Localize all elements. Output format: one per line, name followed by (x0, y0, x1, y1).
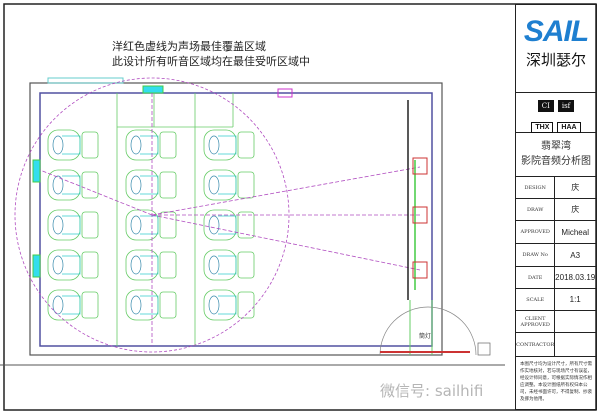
field-label: DRAW No (516, 244, 556, 266)
field-contractor: CONTRACTOR (516, 333, 596, 357)
remarks-text: 本图尺寸均为设计尺寸，所有尺寸需作实地核对，若与现场尺寸有误差，经设计师同意，可… (520, 362, 592, 402)
seat (47, 249, 99, 281)
field-value: 2018.03.19 (555, 273, 596, 282)
switch-box (477, 342, 491, 356)
field-value: A3 (570, 250, 581, 260)
speaker-center (412, 206, 428, 224)
seat (203, 289, 255, 321)
field-value: 庆 (571, 183, 580, 192)
field-label: SCALE (516, 289, 556, 310)
company-name: 深圳瑟尔 (525, 51, 586, 69)
sightlines (39, 93, 421, 346)
logo-text: SAIL (523, 15, 589, 48)
seat (125, 129, 177, 161)
window (47, 77, 124, 84)
field-scale: SCALE 1:1 (516, 289, 596, 311)
seat (125, 169, 177, 201)
seat (47, 289, 99, 321)
seat (125, 289, 177, 321)
field-design: DESIGN 庆 (516, 177, 596, 199)
door-swing (379, 306, 477, 356)
project-title: 翡翠湾 (541, 141, 571, 152)
speaker-right (412, 261, 428, 279)
seat (125, 209, 177, 241)
cert-logo: HAA (557, 122, 581, 133)
drawing-title: 翡翠湾影院音频分析图 (516, 133, 596, 177)
seat (47, 169, 99, 201)
seat (203, 209, 255, 241)
seat (203, 249, 255, 281)
field-client-approved: CLIENT APPROVED (516, 311, 596, 333)
field-value (554, 333, 596, 356)
seat (125, 249, 177, 281)
cert-logo: isf (557, 100, 575, 112)
seat (203, 169, 255, 201)
field-approved: APPROVED Micheal (516, 221, 596, 244)
field-draw-no: DRAW No A3 (516, 244, 596, 267)
riser-lines (116, 93, 234, 346)
seat (47, 129, 99, 161)
seat (203, 129, 255, 161)
field-draw: DRAW 庆 (516, 199, 596, 221)
left-surround-speaker-2 (32, 254, 41, 278)
field-value (554, 311, 596, 332)
field-label: APPROVED (516, 221, 556, 243)
field-label: DATE (516, 267, 556, 288)
cert-logo: CI (537, 100, 554, 112)
seat (47, 209, 99, 241)
field-label: DESIGN (516, 177, 556, 198)
field-value: 庆 (571, 205, 580, 214)
coverage-circle (14, 77, 290, 353)
field-value: Micheal (561, 227, 589, 237)
inner-wall (39, 92, 433, 347)
remarks: 本图尺寸均为设计尺寸，所有尺寸需作实地核对，若与现场尺寸有误差，经设计师同意，可… (516, 357, 596, 411)
field-label: DRAW (516, 199, 556, 220)
light-label: 筒灯 (419, 332, 431, 340)
field-label: CLIENT APPROVED (516, 311, 556, 332)
outer-wall (29, 82, 443, 356)
note-line-2: 此设计所有听音区域均在最佳受听区域中 (112, 55, 310, 68)
speaker-left (412, 157, 428, 175)
watermark: 微信号: sailhifi (380, 382, 484, 400)
drawing-name: 影院音频分析图 (521, 156, 591, 167)
cert-logo: THX (531, 122, 554, 133)
top-speaker (142, 85, 164, 94)
left-surround-speaker (32, 159, 41, 183)
company-logo: SAIL 深圳瑟尔 (516, 5, 596, 93)
seating (47, 129, 255, 321)
field-value: 1:1 (569, 295, 581, 304)
note-line-1: 洋红色虚线为声场最佳覆盖区域 (112, 40, 266, 53)
field-label: CONTRACTOR (516, 333, 556, 356)
panel-box (277, 88, 293, 98)
